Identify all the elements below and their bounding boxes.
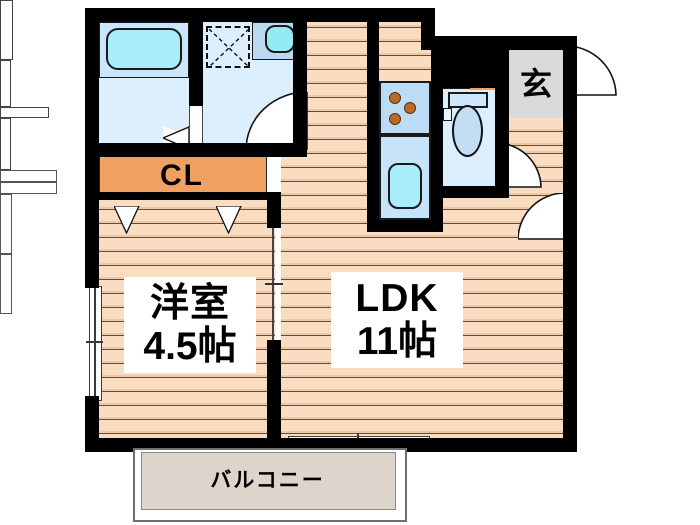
entrance-door-arc[interactable] — [567, 46, 617, 96]
bedroom-window-handle — [86, 341, 103, 343]
wall-top-left — [85, 8, 435, 22]
toilet-lever — [443, 108, 452, 121]
bedroom-label-line1: 洋室 — [149, 282, 230, 325]
wall-wc-top — [433, 50, 505, 88]
hall-door-leaf[interactable] — [0, 107, 49, 118]
bedroom-door-rail — [272, 228, 274, 342]
wall-kitchen-bottom — [367, 220, 443, 232]
burner-1 — [389, 92, 401, 104]
bedroom-door-handle — [265, 283, 283, 285]
wall-right — [563, 36, 577, 452]
kitchen-sink — [388, 163, 422, 209]
washbasin — [265, 25, 295, 53]
wall-bath-washroom-divider — [189, 8, 203, 106]
wall-bedroom-ldk-upper — [267, 192, 281, 228]
ldk-label-line1: LDK — [355, 277, 439, 320]
closet-door-right[interactable] — [0, 182, 57, 194]
wall-entrance-step — [495, 113, 509, 123]
entrance-tile — [505, 50, 567, 118]
bedroom-sliding-door-upper[interactable] — [0, 194, 12, 254]
wall-top-right — [433, 36, 567, 50]
bedroom-label-line2: 4.5帖 — [143, 325, 237, 368]
closet-arrow-right — [216, 206, 242, 234]
wall-washroom-bottom — [189, 143, 307, 157]
wall-top-connector — [421, 8, 435, 50]
bathtub — [106, 28, 182, 70]
bedroom-sliding-door-lower[interactable] — [0, 254, 12, 314]
wall-bedroom-ldk-lower — [267, 340, 281, 452]
hall-door-arc[interactable] — [518, 193, 565, 240]
closet-label: CL — [160, 159, 204, 192]
bedroom-label: 洋室 4.5帖 — [124, 277, 256, 373]
closet-door-left[interactable] — [0, 170, 57, 182]
toilet-bowl — [452, 105, 483, 157]
wall-washroom-right — [293, 8, 307, 157]
wall-wc-bottom — [433, 186, 509, 198]
burner-2 — [404, 102, 416, 114]
ldk-label-line2: 11帖 — [356, 320, 438, 363]
wall-kitchen-left — [367, 22, 379, 232]
washroom-door-leaf[interactable] — [0, 0, 13, 60]
kitchen-stove — [379, 81, 431, 135]
wc-door-leaf[interactable] — [0, 60, 11, 107]
burner-3 — [389, 113, 401, 125]
washing-machine-space — [206, 26, 250, 68]
balcony-label: バルコニー — [210, 468, 325, 492]
balcony-inner — [141, 452, 396, 510]
closet-arrow-left — [114, 206, 140, 234]
wall-bath-bottom — [85, 143, 203, 157]
entrance-label: 玄 — [519, 66, 552, 102]
wall-closet-bottom — [85, 192, 281, 200]
entrance-door-leaf[interactable] — [0, 118, 11, 170]
ldk-label: LDK 11帖 — [331, 272, 463, 368]
